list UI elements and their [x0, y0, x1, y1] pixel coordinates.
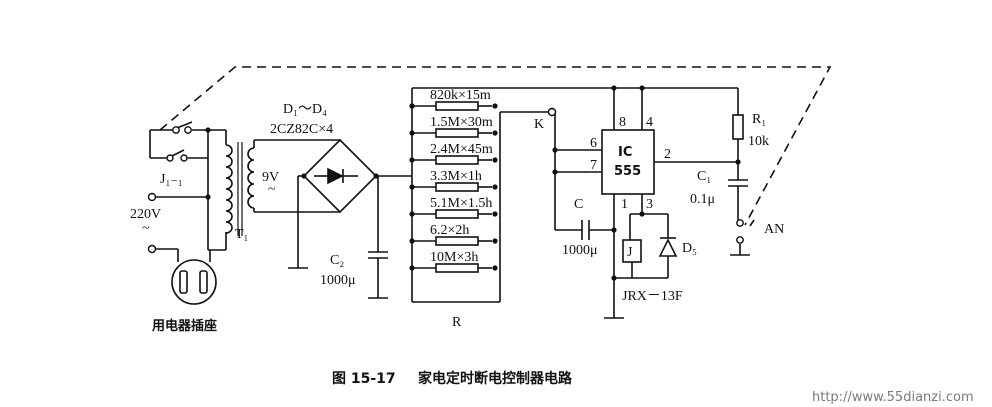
- pin4-label: 4: [646, 115, 653, 130]
- appliance-socket: [171, 259, 217, 305]
- figure-number: 图 15-17: [332, 371, 396, 387]
- timer-resistor-label: 820k×15m: [430, 88, 491, 103]
- svg-text:~: ~: [142, 221, 150, 236]
- pin6-label: 6: [590, 136, 597, 151]
- c2-name: C₂: [330, 253, 344, 268]
- ic-part-label: 555: [614, 164, 641, 179]
- diodes-part-label: 2CZ82C×4: [270, 122, 333, 137]
- timer-resistor-3[interactable]: 2.4M×45m: [409, 142, 498, 165]
- timer-resistor-1[interactable]: 820k×15m: [409, 88, 498, 111]
- pin1-label: 1: [621, 197, 628, 212]
- pin7-label: 7: [590, 158, 597, 173]
- c-name: C: [574, 197, 583, 212]
- timer-resistor-label: 5.1M×1.5h: [430, 196, 492, 211]
- capacitor-c: [555, 194, 624, 319]
- diode-d5: [658, 214, 678, 278]
- timer-resistor-label: 1.5M×30m: [430, 115, 493, 130]
- capacitor-c1: [728, 179, 748, 220]
- resistor-rows: 820k×15m 1.5M×30m 2.4M×45m 3.3M×1h 5.1M×1.5h…: [409, 88, 498, 273]
- pin2-label: 2: [664, 147, 671, 162]
- watermark: http://www.55dianzi.com: [812, 390, 974, 405]
- d5-label: D₅: [682, 241, 697, 256]
- timer-resistor-label: 10M×3h: [430, 250, 478, 265]
- relay-coil-label: J: [627, 245, 633, 260]
- socket-label: 用电器插座: [151, 318, 217, 334]
- relay-linkage-dashed: [159, 66, 832, 226]
- switch-k[interactable]: [547, 107, 557, 117]
- secondary-voltage-label: 9V: [262, 170, 279, 185]
- r1-value: 10k: [748, 134, 769, 149]
- relay-contact-label: J₁₋₁: [160, 172, 183, 187]
- timer-resistor-5[interactable]: 5.1M×1.5h: [409, 196, 498, 219]
- button-label: AN: [764, 222, 784, 237]
- ic-label: IC: [618, 145, 632, 160]
- pin8-label: 8: [619, 115, 626, 130]
- mains-voltage-label: 220V: [130, 207, 161, 222]
- transformer-label: T₁: [235, 227, 248, 242]
- c1-name: C₁: [697, 169, 711, 184]
- pin3-label: 3: [646, 197, 653, 212]
- c2-value: 1000μ: [320, 273, 356, 288]
- timer-resistor-4[interactable]: 3.3M×1h: [409, 169, 498, 192]
- timer-resistor-7[interactable]: 10M×3h: [409, 250, 498, 273]
- transformer-t1: [225, 139, 340, 236]
- timer-resistor-label: 2.4M×45m: [430, 142, 493, 157]
- bridge-rectifier: [288, 138, 412, 269]
- relay-jrx: [611, 194, 668, 281]
- mains-section: [147, 121, 227, 262]
- ic-555: [552, 88, 741, 230]
- capacitor-c2: [368, 176, 388, 299]
- resistor-r1: [732, 114, 744, 180]
- supply-rail: [409, 85, 739, 115]
- relay-part-label: JRX－13F: [622, 289, 683, 304]
- resistor-group-label: R: [452, 315, 462, 330]
- switch-k-label: K: [534, 117, 544, 132]
- figure-title: 家电定时断电控制器电路: [418, 370, 573, 387]
- push-button-an[interactable]: [730, 219, 755, 256]
- timer-resistor-label: 6.2×2h: [430, 223, 469, 238]
- svg-text:~: ~: [268, 182, 276, 197]
- r1-name: R₁: [752, 112, 766, 127]
- c1-value: 0.1μ: [690, 192, 715, 207]
- diodes-label: D₁～D₄: [283, 102, 327, 117]
- c-value: 1000μ: [562, 243, 598, 258]
- timer-resistor-2[interactable]: 1.5M×30m: [409, 115, 498, 138]
- timer-resistor-label: 3.3M×1h: [430, 169, 482, 184]
- timer-resistor-6[interactable]: 6.2×2h: [409, 223, 498, 246]
